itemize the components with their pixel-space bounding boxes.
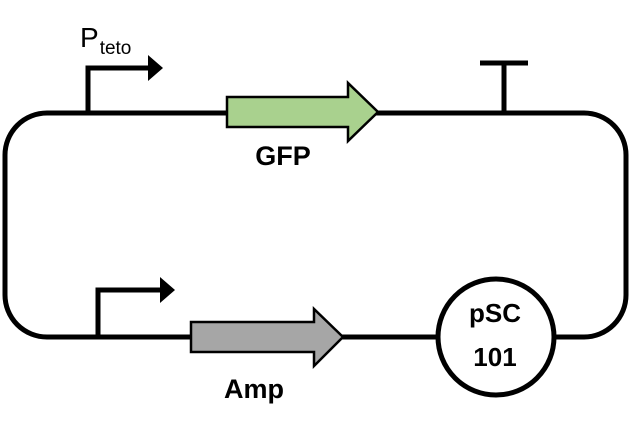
gene-gfp-arrow (225, 80, 380, 144)
origin-label-line1: pSC (469, 298, 521, 328)
promoter-teto: Pteto (80, 22, 163, 113)
gene-amp-label: Amp (224, 374, 284, 404)
origin-label-line2: 101 (473, 342, 516, 372)
promoter-teto-label-main: P (80, 22, 99, 53)
promoter-amp-arrowhead (160, 277, 175, 303)
promoter-teto-label: Pteto (80, 22, 131, 59)
promoter-teto-arrowhead (148, 55, 163, 81)
gene-amp-arrow (189, 306, 345, 370)
terminator (480, 60, 528, 113)
origin-psc101: pSC 101 (435, 276, 557, 398)
gene-gfp-label: GFP (255, 141, 311, 171)
origin-circle (435, 276, 557, 398)
promoter-amp (95, 277, 175, 337)
promoter-teto-label-sub: teto (100, 38, 132, 59)
gene-gfp: GFP (225, 80, 380, 171)
gene-amp: Amp (189, 306, 345, 404)
promoter-amp-arrow-stem (95, 287, 163, 337)
promoter-teto-arrow-stem (85, 65, 150, 113)
